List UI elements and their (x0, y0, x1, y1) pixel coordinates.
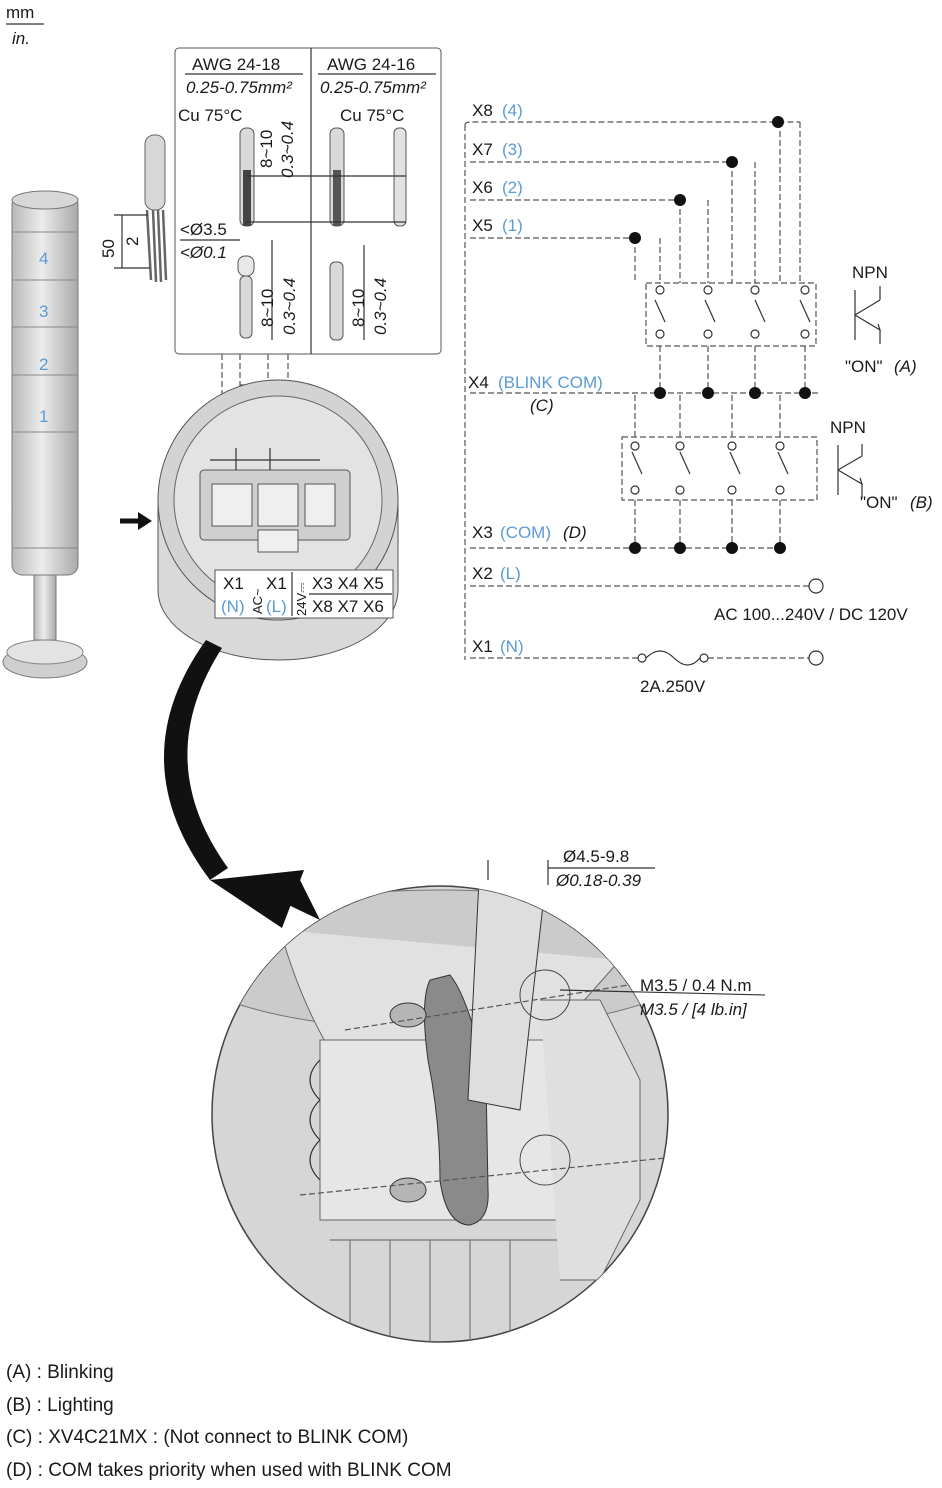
detail-view (211, 860, 766, 1343)
temp-left: Cu 75°C (178, 106, 242, 125)
npn-a-ref: (A) (894, 357, 917, 376)
x8-name: X8 (472, 101, 493, 120)
x2-name: X2 (472, 564, 493, 583)
terminal-row-lower: X8 X7 X6 (312, 597, 384, 616)
torque-mm: M3.5 / 0.4 N.m (640, 976, 751, 995)
gland-dia-mm: Ø4.5-9.8 (563, 847, 629, 866)
npn-a-label: NPN (852, 263, 888, 282)
strip-in-lower-left: 0.3~0.4 (280, 278, 299, 335)
terminal-ac-label: AC~ (250, 588, 265, 614)
temp-right: Cu 75°C (340, 106, 404, 125)
x3-ref: (D) (563, 523, 587, 542)
x4-name: X4 (468, 373, 489, 392)
signal-tower (2, 190, 88, 679)
wire-illustrations (237, 127, 407, 341)
terminal-dc-label: 24V⎓ (294, 582, 309, 616)
area-right: 0.25-0.75mm² (320, 78, 427, 97)
x3-label: (COM) (500, 523, 551, 542)
npn-a-on: "ON" (845, 357, 883, 376)
npn-b-ref: (B) (910, 493, 933, 512)
tier-label-1: 1 (39, 407, 48, 426)
terminal-l-label: (L) (266, 597, 287, 616)
tier-label-2: 2 (39, 355, 48, 374)
x1-label: (N) (500, 637, 524, 656)
x5-name: X5 (472, 216, 493, 235)
x7-tier: (3) (502, 140, 523, 159)
x8-tier: (4) (502, 101, 523, 120)
awg-left: AWG 24-18 (192, 55, 280, 74)
unit-mm: mm (6, 3, 34, 22)
strip-mm-lower-right: 8~10 (349, 289, 368, 327)
cable-length-mm: 50 (99, 239, 118, 258)
x4-label: (BLINK COM) (498, 373, 603, 392)
note-c: (C) : XV4C21MX : (Not connect to BLINK C… (6, 1427, 409, 1448)
fuse-rating: 2A.250V (640, 677, 706, 696)
diameter-mm: <Ø3.5 (180, 220, 227, 239)
npn-b-label: NPN (830, 418, 866, 437)
note-a: (A) : Blinking (6, 1362, 114, 1383)
strip-mm-lower-left: 8~10 (258, 289, 277, 327)
x5-tier: (1) (502, 216, 523, 235)
x4-ref: (C) (530, 396, 554, 415)
terminal-x1-n: X1 (223, 574, 244, 593)
terminal-row-upper: X3 X4 X5 (312, 574, 384, 593)
x6-name: X6 (472, 178, 493, 197)
x6-tier: (2) (502, 178, 523, 197)
x1-name: X1 (472, 637, 493, 656)
awg-right: AWG 24-16 (327, 55, 415, 74)
tier-label-3: 3 (39, 302, 48, 321)
note-b: (B) : Lighting (6, 1394, 114, 1416)
tier-label-4: 4 (39, 249, 48, 268)
terminal-x1-l: X1 (266, 574, 287, 593)
npn-b-on: "ON" (860, 493, 898, 512)
terminal-module (120, 379, 399, 661)
area-left: 0.25-0.75mm² (186, 78, 293, 97)
torque-in: M3.5 / [4 lb.in] (640, 1000, 748, 1019)
unit-in: in. (12, 29, 30, 48)
schematic-nodes (629, 116, 824, 666)
zoom-arrow (163, 640, 320, 928)
legend-notes: (A) : Blinking (B) : Lighting (C) : XV4C… (6, 1358, 452, 1488)
strip-in-lower-right: 0.3~0.4 (371, 278, 390, 335)
cable-bundle (114, 134, 168, 283)
cable-length-in: 2 (123, 237, 142, 246)
diameter-in: <Ø0.1 (180, 243, 227, 262)
gland-dia-in: Ø0.18-0.39 (555, 871, 642, 890)
x7-name: X7 (472, 140, 493, 159)
x3-name: X3 (472, 523, 493, 542)
terminal-n-label: (N) (221, 597, 245, 616)
strip-mm-upper: 8~10 (257, 130, 276, 168)
note-d: (D) : COM takes priority when used with … (6, 1459, 452, 1481)
x2-label: (L) (500, 564, 521, 583)
supply-voltage: AC 100...240V / DC 120V (714, 605, 908, 624)
schematic (464, 121, 882, 666)
strip-in-upper: 0.3~0.4 (278, 121, 297, 178)
